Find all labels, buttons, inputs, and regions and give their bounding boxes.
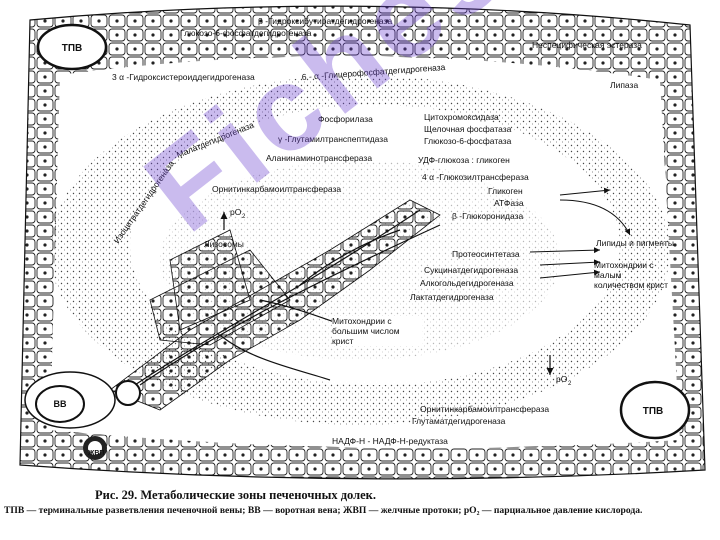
svg-text:2: 2 bbox=[242, 214, 246, 220]
tpv-bottom: ТПВ bbox=[619, 380, 691, 440]
label-lysosomes: Лизосомы bbox=[204, 239, 244, 249]
label-beta-glucuronidase: β -Глюкоронидаза bbox=[452, 211, 523, 221]
label-glycogen: Гликоген bbox=[488, 186, 523, 196]
label-alkaline-phosphatase: Щелочная фосфатаза bbox=[424, 124, 512, 134]
label-ggt: γ -Глутамилтранспептидаза bbox=[278, 134, 388, 144]
label-po2-up: pO bbox=[230, 207, 242, 217]
label-cytochrome-oxidase: Цитохромоксидаза bbox=[424, 112, 499, 122]
liver-lobule-diagram: ТПВ ТПВ ВВ ЖВП β -Гидроксибутиратдегидр bbox=[19, 5, 706, 480]
label-g6-phosphatase: Глюкозо-6-фосфатаза bbox=[424, 136, 512, 146]
label-4a-glucanotransferase: 4 α -Глюкозилтрансфераза bbox=[422, 172, 529, 182]
label-mito-few-cristae: Митохондрии с малым количеством крист bbox=[594, 260, 668, 290]
label-alanine-at: Аланинаминотрансфераза bbox=[266, 153, 372, 163]
label-esterase: Неспецифическая эстераза bbox=[532, 40, 642, 50]
caption-text: ТПВ — терминальные разветвления печеночн… bbox=[4, 505, 643, 516]
vv-label: ВВ bbox=[54, 399, 67, 409]
portal-triad: ВВ ЖВП bbox=[24, 371, 141, 460]
label-glutamate-dh: Глутаматдегидрогеназа bbox=[412, 416, 506, 426]
svg-text:2: 2 bbox=[568, 381, 572, 387]
label-alcohol-dh: Алкогольдегидрогеназа bbox=[420, 278, 514, 288]
label-lipase: Липаза bbox=[610, 80, 638, 90]
tpv-top-label: ТПВ bbox=[62, 43, 83, 54]
label-nadph-reductase: НАДФ-Н - НАДФ-Н-редуктаза bbox=[332, 436, 448, 446]
output-arrows bbox=[529, 187, 631, 279]
portal-cell-cluster-left bbox=[169, 229, 251, 331]
label-ornithine-ct: Орнитинкарбамоилтрансфераза bbox=[212, 184, 341, 194]
label-mito-many-cristae: Митохондрии с большим числом крист bbox=[332, 316, 422, 346]
label-lactate-dh: Лактатдегидрогеназа bbox=[410, 292, 494, 302]
label-beta-hydroxybutyrate: β -Гидроксибутиратдегидрогеназа bbox=[258, 16, 392, 26]
tpv-top: ТПВ bbox=[36, 23, 108, 71]
label-succinate-dh: Сукцинатдегидрогеназа bbox=[424, 265, 518, 275]
tpv-bottom-label: ТПВ bbox=[643, 406, 664, 417]
label-lipids-pigments: Липиды и пигменты bbox=[596, 238, 674, 248]
label-ornithine-ct2: Орнитинкарбамоилтрансфераза bbox=[420, 404, 549, 414]
caption-title: Рис. 29. Метаболические зоны печеночных … bbox=[95, 488, 377, 502]
label-po2-down: pO bbox=[556, 374, 568, 384]
label-udp-glucose: УДФ-глюкоза : гликоген bbox=[418, 155, 510, 165]
label-proteosynthesis: Протеосинтетаза bbox=[452, 249, 520, 259]
label-3a-hsd: 3 α -Гидроксистероиддегидрогеназа bbox=[112, 72, 255, 82]
label-g6p-dh: Глюкозо-6-фосфатдегидрогеназа bbox=[180, 28, 312, 38]
label-atpase: АТФаза bbox=[494, 198, 524, 208]
label-phosphorylase: Фосфорилаза bbox=[318, 114, 373, 124]
zhvp-label: ЖВП bbox=[87, 450, 104, 457]
